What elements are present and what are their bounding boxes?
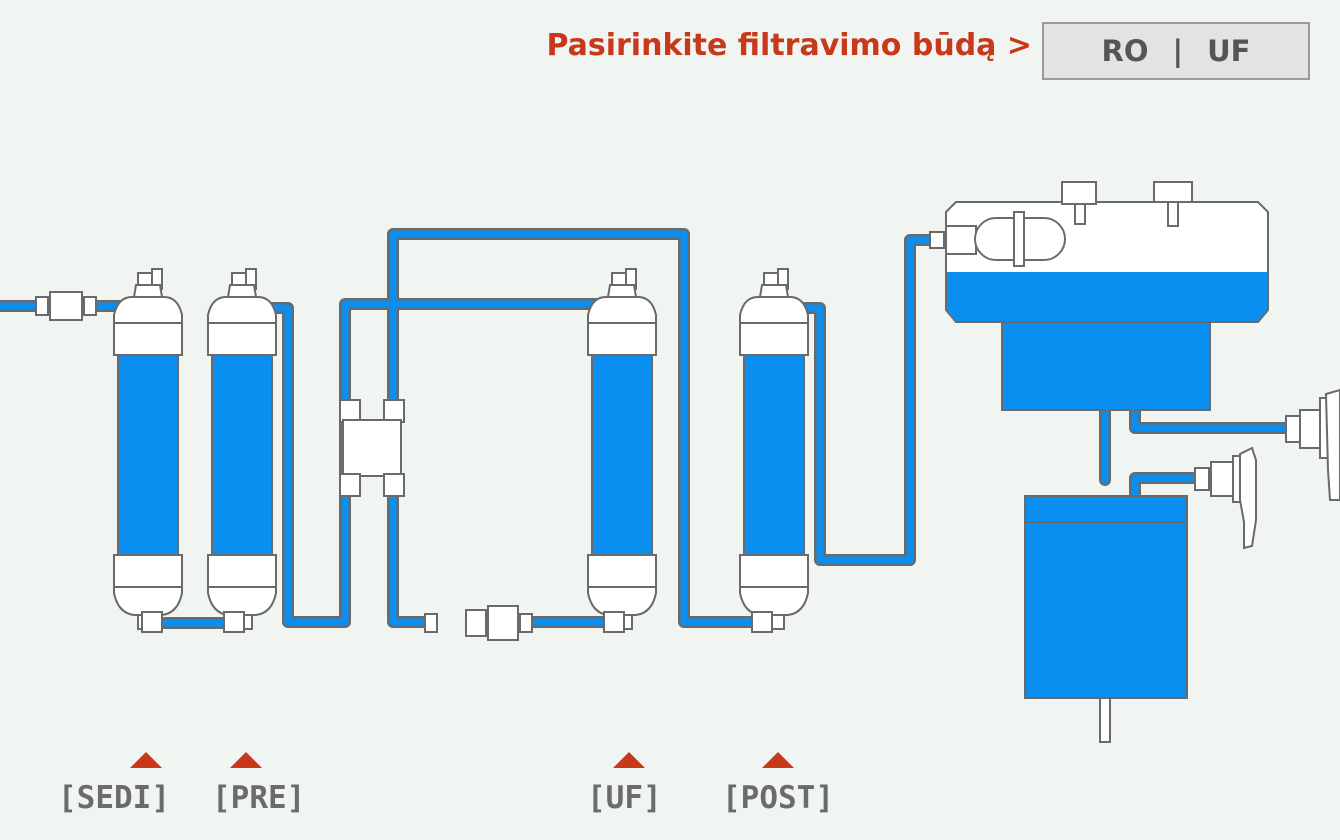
mode-selector: RO | UF	[1042, 22, 1310, 80]
stage-label-uf[interactable]: [UF]	[587, 780, 662, 816]
mode-ro-button[interactable]: RO	[1101, 34, 1149, 68]
mode-uf-button[interactable]: UF	[1207, 34, 1251, 68]
pre-marker-icon	[230, 752, 262, 768]
mode-separator: |	[1172, 34, 1184, 68]
sedi-marker-icon	[130, 752, 162, 768]
mode-prompt: Pasirinkite filtravimo būdą >	[546, 28, 1032, 63]
post-marker-icon	[762, 752, 794, 768]
stage-label-pre[interactable]: [PRE]	[212, 780, 306, 816]
stage-label-post[interactable]: [POST]	[722, 780, 834, 816]
stage-label-sedi[interactable]: [SEDI]	[58, 780, 170, 816]
uf-marker-icon	[613, 752, 645, 768]
